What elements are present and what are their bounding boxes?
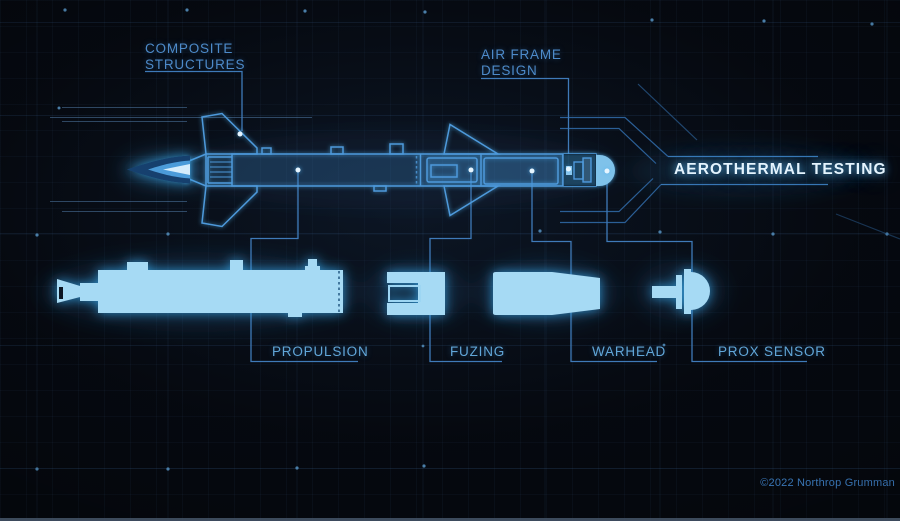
component-silhouettes — [57, 259, 710, 317]
callout-air-frame-design — [481, 77, 570, 165]
motion-streaks — [50, 107, 312, 212]
callout-composite-structures — [145, 70, 243, 131]
marker-dots — [237, 131, 610, 174]
copyright-text: ©2022 Northrop Grumman — [760, 477, 895, 489]
label-prox-sensor: PROX SENSOR — [718, 344, 826, 359]
missile-diagram — [184, 112, 615, 228]
chevron-traces — [560, 83, 900, 240]
fuzing-silhouette — [387, 272, 445, 315]
label-warhead: WARHEAD — [592, 344, 667, 359]
label-composite-structures-line1: COMPOSITE — [145, 41, 234, 56]
propulsion-silhouette — [57, 259, 343, 317]
label-propulsion: PROPULSION — [272, 344, 369, 359]
prox-sensor-silhouette — [652, 269, 710, 314]
label-air-frame-design: AIR FRAME DESIGN — [481, 47, 562, 78]
callout-fuzing — [429, 173, 502, 363]
warhead-section — [483, 154, 564, 186]
bottom-edge-strip — [0, 518, 900, 521]
label-aerothermal-testing: AEROTHERMAL TESTING — [674, 161, 887, 178]
callout-prox-sensor — [606, 175, 807, 363]
callout-warhead — [531, 174, 657, 363]
label-composite-structures-line2: STRUCTURES — [145, 56, 246, 72]
warhead-silhouette — [493, 272, 600, 315]
label-air-frame-design-line2: DESIGN — [481, 62, 538, 78]
label-air-frame-design-line1: AIR FRAME — [481, 47, 562, 62]
label-fuzing: FUZING — [450, 344, 506, 359]
exhaust-flame — [127, 155, 190, 184]
fuzing-section — [426, 154, 482, 186]
label-composite-structures: COMPOSITE STRUCTURES — [145, 41, 245, 72]
callout-lines — [145, 70, 828, 363]
callout-propulsion — [250, 172, 358, 363]
grid-dots — [35, 8, 889, 471]
